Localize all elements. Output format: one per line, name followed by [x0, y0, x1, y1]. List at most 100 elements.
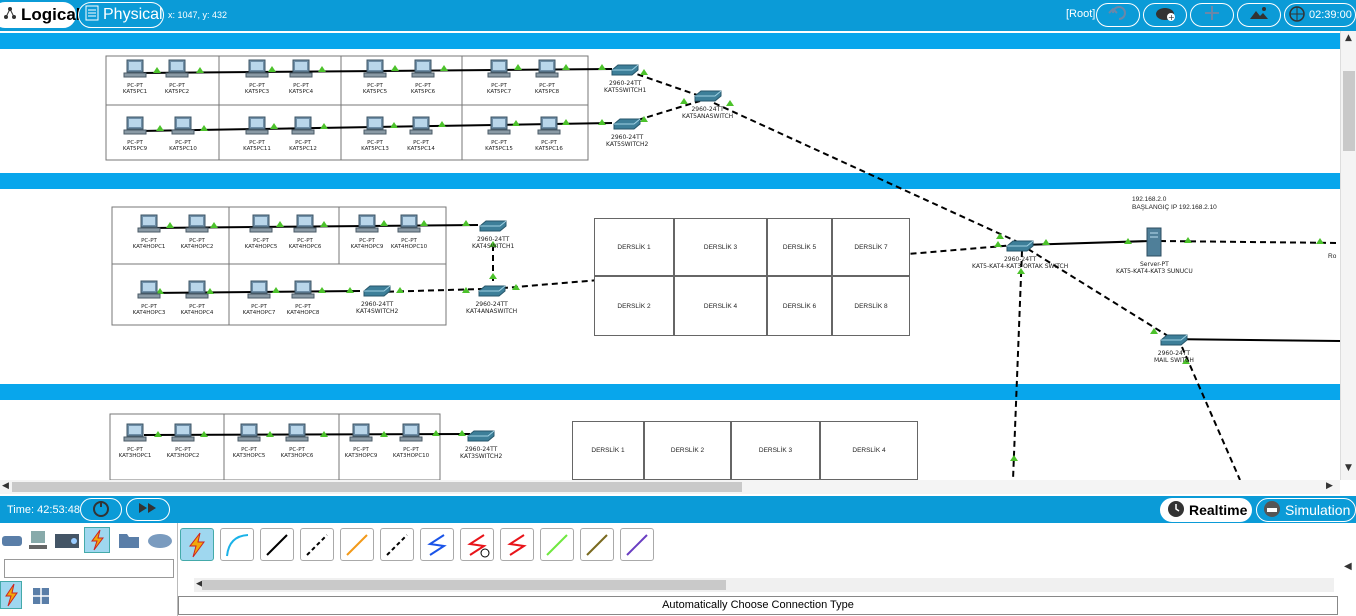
classroom-box[interactable]: DERSLİK 6 — [767, 276, 832, 336]
panel-right-arrow-icon[interactable]: ◀ — [1344, 561, 1352, 572]
workspace-vertical-scrollbar[interactable]: ▲ ▼ — [1340, 31, 1356, 480]
classroom-box[interactable]: DERSLİK 2 — [644, 421, 731, 480]
fast-forward-button[interactable] — [126, 498, 170, 521]
physical-view-button[interactable]: Physical — [78, 2, 164, 28]
usb-cable-icon[interactable] — [620, 528, 654, 561]
cable-scrollbar[interactable]: ◀ — [194, 578, 1334, 592]
classroom-box[interactable]: DERSLİK 4 — [820, 421, 918, 480]
phone-cable-icon[interactable] — [380, 528, 414, 561]
grid-view-icon[interactable] — [28, 583, 54, 609]
crossover-cable-icon[interactable] — [300, 528, 334, 561]
classroom-box[interactable]: DERSLİK 4 — [674, 276, 767, 336]
back-button[interactable] — [1096, 3, 1140, 27]
power-cycle-button[interactable] — [80, 498, 122, 521]
realtime-mode-button[interactable]: Realtime — [1160, 498, 1252, 522]
scroll-down-icon[interactable]: ▼ — [1345, 463, 1352, 473]
console-cable-icon[interactable] — [220, 528, 254, 561]
device-search-input[interactable] — [4, 559, 174, 578]
scroll-left-icon[interactable]: ◀ — [196, 579, 203, 589]
iot-cable-icon[interactable] — [580, 528, 614, 561]
auto-connection-icon[interactable] — [0, 581, 22, 609]
straight-through-cable-icon[interactable] — [260, 528, 294, 561]
scroll-left-icon[interactable]: ◀ — [2, 481, 9, 491]
octal-cable-icon[interactable] — [540, 528, 574, 561]
components-icon[interactable] — [54, 527, 80, 553]
end-devices-icon[interactable] — [26, 527, 52, 553]
classroom-box[interactable]: DERSLİK 1 — [572, 421, 644, 480]
classroom-box[interactable]: DERSLİK 1 — [594, 218, 674, 276]
set-background-button[interactable] — [1237, 3, 1281, 27]
new-cluster-button[interactable]: + — [1143, 3, 1187, 27]
device-name-label: KAT3HOPC9 — [344, 453, 378, 459]
coaxial-cable-icon[interactable] — [420, 528, 454, 561]
scroll-up-icon[interactable]: ▲ — [1345, 33, 1352, 43]
fiber-cable-icon[interactable] — [340, 528, 374, 561]
classroom-box[interactable]: DERSLİK 3 — [731, 421, 820, 480]
classroom-box[interactable]: DERSLİK 8 — [832, 276, 910, 336]
scroll-thumb[interactable] — [1343, 71, 1355, 151]
classroom-box[interactable]: DERSLİK 5 — [767, 218, 832, 276]
serial-dte-cable-icon[interactable] — [500, 528, 534, 561]
workspace-horizontal-scrollbar[interactable]: ◀ ▶ — [0, 480, 1340, 494]
scroll-thumb[interactable] — [12, 482, 742, 492]
logical-view-button[interactable]: Logical — [0, 2, 81, 28]
auto-cable-icon[interactable] — [180, 528, 214, 561]
scroll-right-icon[interactable]: ▶ — [1326, 481, 1333, 491]
simulation-mode-button[interactable]: Simulation — [1256, 498, 1356, 522]
device-name-label: KAT4HOPC8 — [286, 310, 320, 316]
move-object-button[interactable] — [1190, 3, 1234, 27]
multiuser-cloud-icon[interactable] — [146, 527, 172, 553]
misc-folder-icon[interactable] — [116, 527, 142, 553]
connections-icon[interactable] — [84, 527, 110, 553]
network-devices-icon[interactable] — [0, 527, 26, 553]
serial-dce-cable-icon[interactable] — [460, 528, 494, 561]
scroll-thumb[interactable] — [202, 580, 726, 590]
classroom-box[interactable]: DERSLİK 2 — [594, 276, 674, 336]
classroom-box[interactable]: DERSLİK 7 — [832, 218, 910, 276]
classroom-box[interactable]: DERSLİK 3 — [674, 218, 767, 276]
